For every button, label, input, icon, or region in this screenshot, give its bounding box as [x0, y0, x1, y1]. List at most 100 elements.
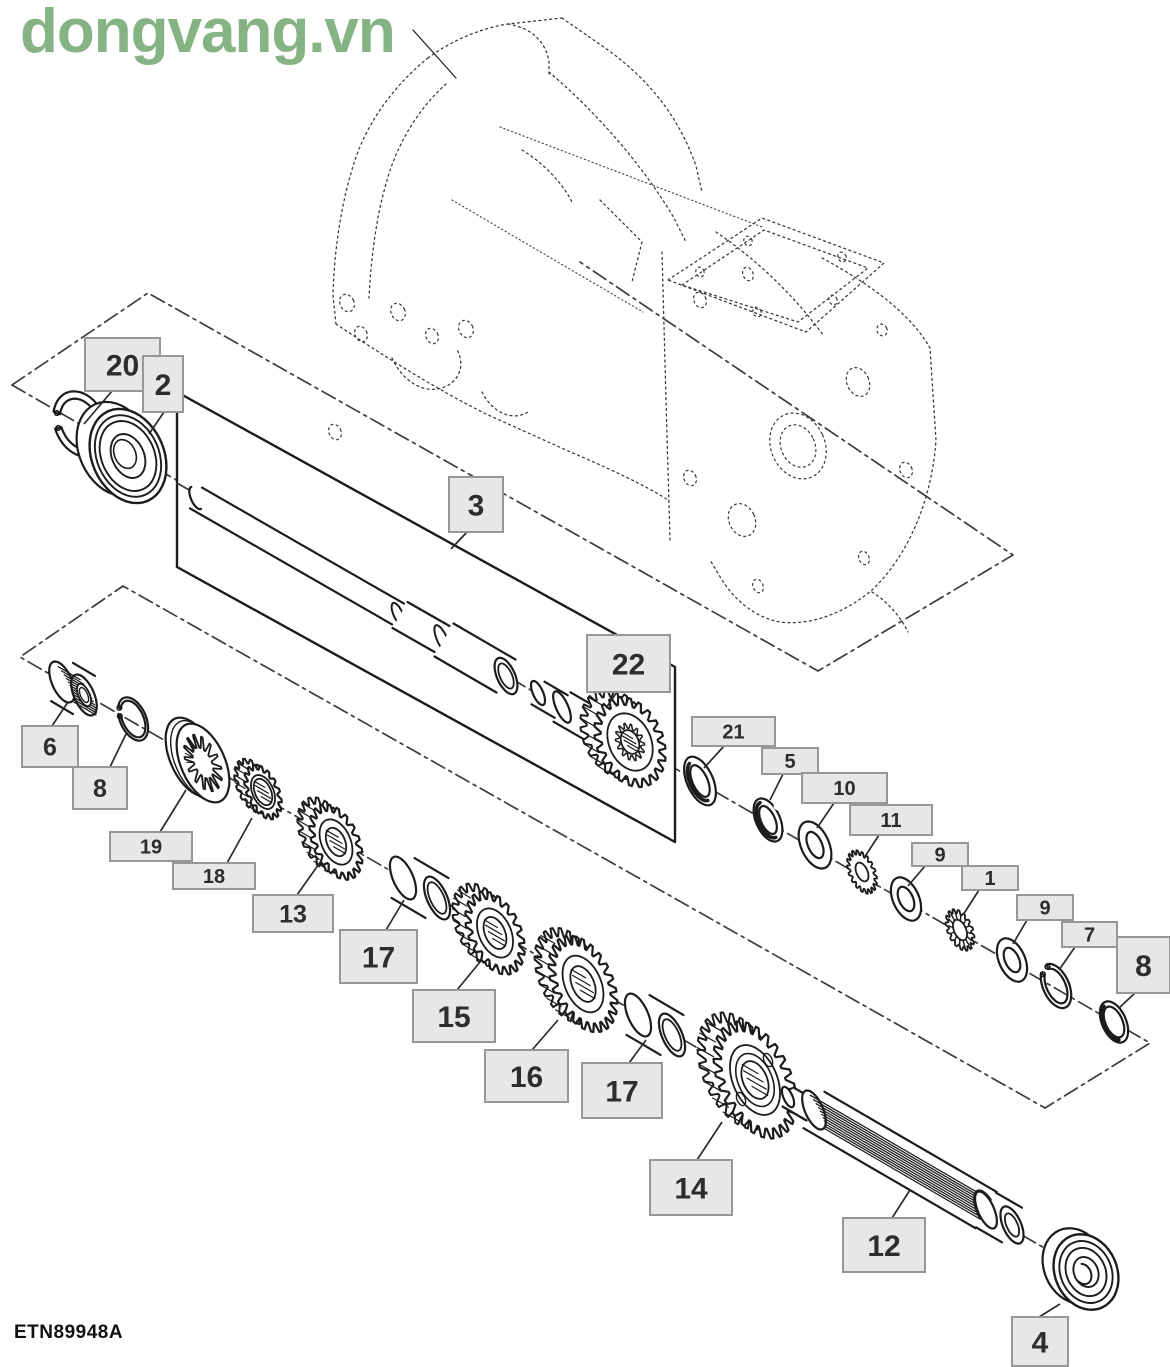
label-text: 8: [1135, 950, 1152, 983]
leader-line: [531, 1019, 559, 1051]
leader-line: [1012, 919, 1028, 945]
label-text: 9: [934, 845, 945, 867]
part-label-22: 22: [586, 634, 671, 709]
leader-line: [83, 390, 113, 425]
label-box: [484, 1049, 569, 1103]
leader-line: [450, 531, 468, 550]
part-19-synchronizer-hub: [164, 716, 231, 804]
part-label-16: 16: [484, 1019, 569, 1103]
label-text: 22: [612, 648, 645, 681]
leader-line: [226, 817, 253, 864]
part-9-washer-b: [995, 937, 1029, 983]
label-text: 1: [984, 868, 995, 890]
label-text: 9: [1039, 898, 1050, 920]
leader-line: [1038, 1303, 1061, 1318]
leader-line: [385, 899, 405, 931]
part-label-4: 4: [1011, 1303, 1069, 1367]
label-box: [1011, 1316, 1069, 1367]
label-box: [842, 1217, 926, 1273]
label-box: [172, 862, 256, 890]
part-label-10: 10: [801, 772, 888, 829]
part-17-bushing-a: [388, 855, 452, 921]
leader-line: [1118, 992, 1136, 1009]
label-text: 8: [93, 775, 107, 803]
part-4-ball-bearing: [1041, 1227, 1120, 1311]
part-label-9: 9: [1012, 894, 1074, 945]
part-label-17: 17: [339, 899, 418, 984]
part-label-8: 8: [72, 733, 128, 810]
part-5-retainer-ring: [752, 797, 784, 843]
label-text: 16: [510, 1061, 543, 1094]
part-label-14: 14: [649, 1121, 733, 1216]
label-box: [1061, 921, 1118, 948]
part-label-3: 3: [448, 476, 504, 550]
part-label-17: 17: [581, 1039, 663, 1119]
leader-line: [605, 691, 618, 709]
leader-line: [109, 733, 127, 768]
part-9-washer-a: [889, 876, 923, 922]
label-box: [252, 894, 334, 933]
label-text: 11: [880, 810, 901, 832]
part-label-21: 21: [691, 716, 776, 769]
label-text: 5: [784, 751, 795, 773]
leader-line: [296, 860, 322, 896]
label-text: 17: [362, 941, 395, 974]
label-text: 10: [833, 778, 855, 800]
label-box: [649, 1159, 733, 1216]
label-text: 12: [867, 1230, 900, 1263]
label-text: 19: [140, 837, 162, 859]
part-label-9: 9: [907, 842, 969, 887]
label-text: 17: [605, 1075, 638, 1108]
leader-line: [891, 1189, 911, 1219]
part-label-15: 15: [412, 961, 496, 1043]
part-2-bearing: [75, 400, 168, 505]
label-box: [691, 716, 776, 747]
part-18-gear: [233, 757, 283, 821]
part-21-seal-washer: [683, 755, 717, 807]
leader-line: [863, 834, 880, 859]
leader-line: [816, 802, 835, 829]
drawing-number: ETN89948A: [14, 1322, 124, 1343]
label-text: 20: [106, 349, 139, 382]
label-text: 2: [155, 369, 172, 402]
label-box: [801, 772, 888, 804]
part-14-gear: [696, 1011, 798, 1140]
part-13-gear: [296, 796, 364, 881]
label-text: 7: [1084, 925, 1095, 947]
part-3-shaft: [188, 485, 519, 696]
leader-line: [51, 701, 69, 727]
leader-line: [148, 411, 165, 435]
part-16-gear: [533, 927, 619, 1034]
leader-line: [703, 745, 725, 769]
part-label-18: 18: [172, 817, 256, 890]
part-label-7: 7: [1058, 921, 1118, 971]
part-22-gear: [529, 679, 667, 789]
leader-line: [696, 1121, 723, 1161]
label-text: 15: [437, 1001, 470, 1034]
part-11-lock-washer: [846, 849, 878, 895]
label-box: [412, 989, 496, 1043]
part-label-2: 2: [142, 355, 184, 435]
label-text: 14: [674, 1172, 708, 1205]
part-label-19: 19: [109, 789, 193, 862]
leader-line: [159, 789, 187, 833]
label-box: [72, 766, 128, 810]
label-text: 4: [1032, 1326, 1049, 1359]
label-box: [448, 476, 504, 533]
label-text: 18: [203, 866, 225, 888]
part-10-washer: [797, 820, 833, 870]
part-1-thrust-bearing: [944, 908, 976, 952]
leader-line: [1058, 946, 1076, 971]
label-box: [21, 725, 79, 768]
part-label-1: 1: [961, 865, 1019, 916]
part-6-needle-bearing: [48, 660, 98, 717]
part-8-sealing-ring-b: [1098, 1000, 1130, 1044]
label-box: [849, 804, 933, 836]
label-box: [339, 929, 418, 984]
label-text: 21: [722, 722, 744, 744]
part-15-gear: [451, 882, 526, 976]
part-17-bushing-b: [623, 992, 687, 1058]
